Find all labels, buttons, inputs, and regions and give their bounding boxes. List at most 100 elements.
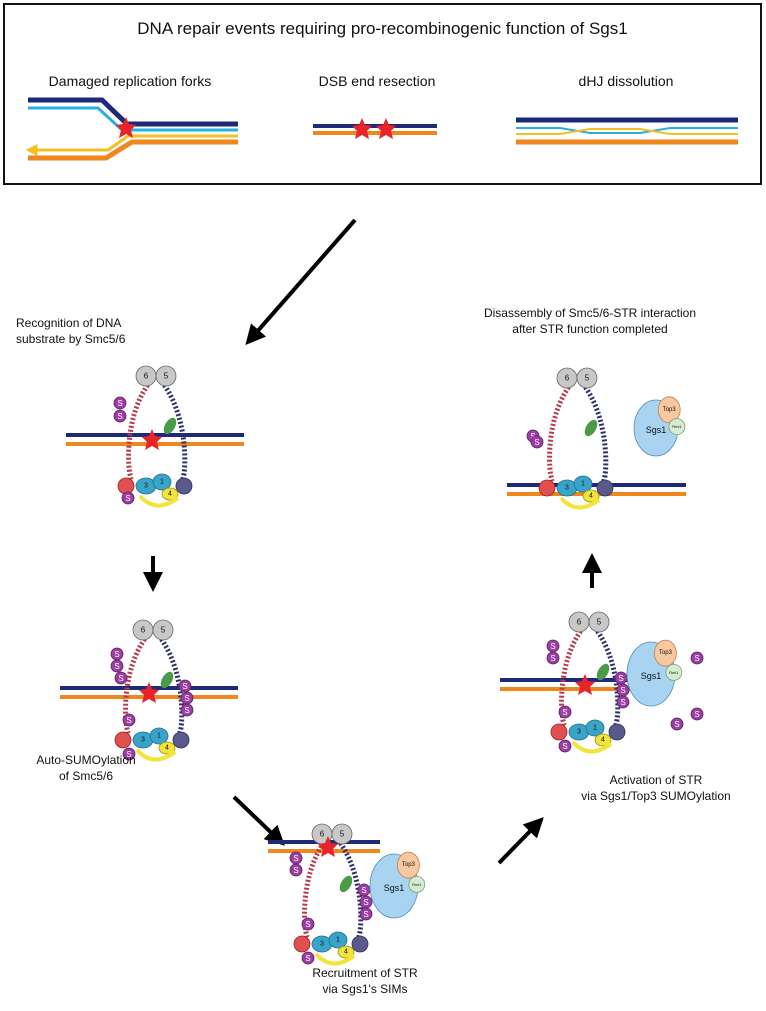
sumo-label: S [182,682,187,691]
nse1-label: 1 [336,937,340,944]
sumo-icon [359,907,373,921]
dhj-dissolution-schematic [516,117,738,145]
smc5-head-domain [608,723,626,741]
sgs1-label: Sgs1 [646,425,667,435]
damage-star [139,682,159,703]
smc5-label: 5 [585,374,590,383]
sumo-icon [616,695,630,709]
nse2-protein [584,419,598,437]
nse4-protein [594,733,612,747]
smc6-head-domain [538,479,556,497]
sumo-label: S [618,674,623,683]
nse4-label: 4 [601,737,605,744]
sumo-label: S [117,399,122,408]
sumo-label: S [305,954,310,963]
sumo-icon [122,713,136,727]
sumo-icon [122,747,136,761]
smc6-head-domain [117,477,135,495]
smc5-hinge [155,365,177,387]
smc5-hinge [588,611,610,633]
nse4-protein [582,489,600,503]
sumo-label: S [363,910,368,919]
sumo-label: S [114,650,119,659]
nse4-linker [138,494,180,508]
nse1-protein [585,719,605,737]
damage-star [352,118,372,139]
sumo-icon [121,491,135,505]
nse4-protein [161,487,179,501]
top3-label: Top3 [663,407,677,413]
sumo-label: S [361,886,366,895]
nse1-protein [152,473,172,491]
smc5-hinge [331,823,353,845]
nse2-protein [596,663,610,681]
nse2-protein [163,417,177,435]
smc5-head-domain [172,731,190,749]
smc6-head-domain [550,723,568,741]
sumo-label: S [184,694,189,703]
smc6-arm [302,838,329,941]
nse4-label: 4 [344,949,348,956]
smc6-arm [547,382,574,485]
arrow-to-recruitment [232,795,285,846]
damage-star [575,674,595,695]
sumo-label: S [530,432,535,441]
rmi1-protein [668,418,686,436]
smc6-label: 6 [320,830,325,839]
sumo-icon [530,435,544,449]
sumo-label: S [126,750,131,759]
smc6-label: 6 [144,372,149,381]
sumo-label: S [118,674,123,683]
damage-star [142,429,162,450]
sumo-icon [289,863,303,877]
smc5-label: 5 [597,618,602,627]
header-box [3,3,762,185]
nse4-linker [571,740,613,754]
smc6-arm [126,380,153,483]
smc6-arm [123,634,150,737]
sumo-label: S [293,854,298,863]
sumo-icon [113,409,127,423]
smc6-arm [559,626,586,729]
top3-label: Top3 [402,862,416,868]
sumo-icon [180,703,194,717]
sumo-icon [690,651,704,665]
smc5-head-domain [175,477,193,495]
nse4-protein [158,741,176,755]
rmi1-label: Rmi1 [672,424,682,429]
nse4-linker [135,748,177,762]
top3-label: Top3 [659,650,673,656]
rmi1-label: Rmi1 [412,882,422,887]
nse4-linker [559,496,601,510]
smc6-label: 6 [141,626,146,635]
smc6-head-domain [293,935,311,953]
nse3-label: 3 [141,737,145,744]
nse1-label: 1 [581,481,585,488]
sumo-label: S [117,412,122,421]
nse2-protein [339,875,353,893]
top3-protein [657,396,681,424]
nse4-label: 4 [589,493,593,500]
sumo-label: S [550,642,555,651]
event-label-dhj-dissolution: dHJ dissolution [578,73,674,89]
nse1-protein [328,931,348,949]
damage-star [116,117,136,138]
smc6-label: 6 [565,374,570,383]
sumo-icon [690,707,704,721]
sumo-label: S [550,654,555,663]
sumo-label: S [293,866,298,875]
sumo-icon [558,705,572,719]
event-label-replication-forks: Damaged replication forks [48,73,212,89]
nse3-label: 3 [144,483,148,490]
damage-star [318,836,338,857]
